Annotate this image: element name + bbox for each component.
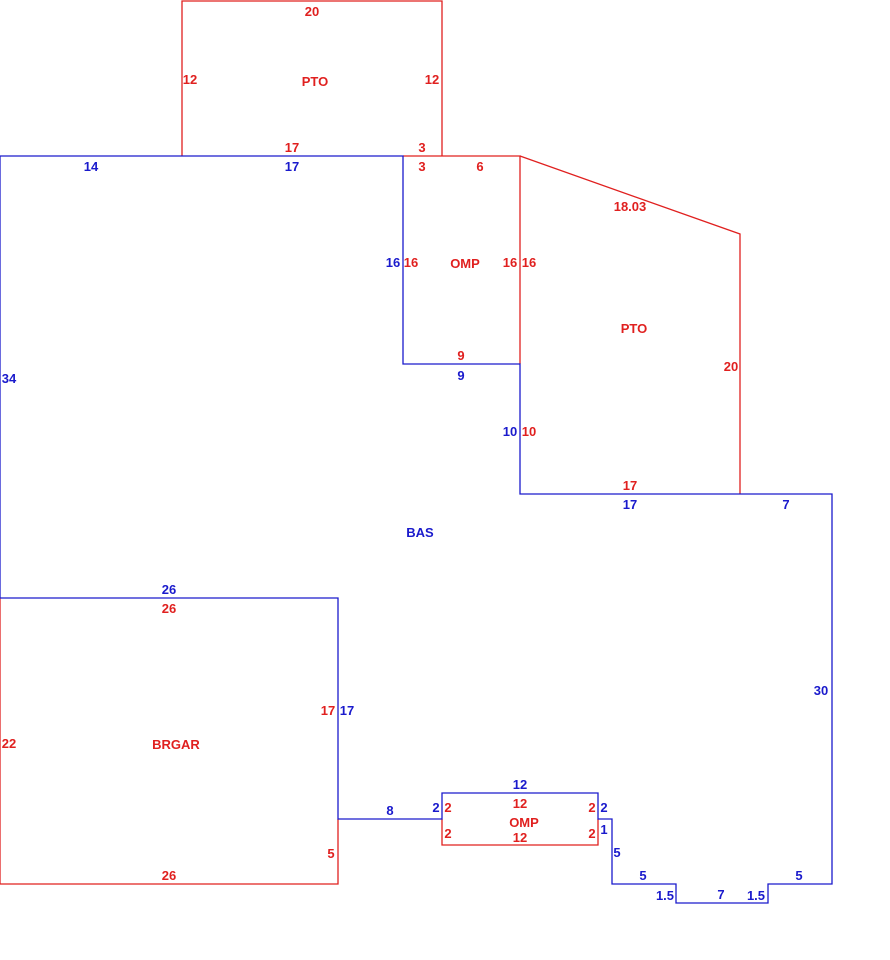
dim-label: 8: [386, 803, 393, 818]
dim-label: 17: [285, 140, 299, 155]
dim-label: 26: [162, 868, 176, 883]
dim-label: 9: [457, 348, 464, 363]
dim-label: 17: [623, 478, 637, 493]
omp-lower-outline: [441, 819, 599, 846]
dim-label: 2: [432, 800, 439, 815]
area-label-brgar: BRGAR: [152, 737, 200, 752]
dim-label: 3: [418, 159, 425, 174]
dim-label: 17: [623, 497, 637, 512]
dim-label: 34: [2, 371, 17, 386]
dim-label: 9: [457, 368, 464, 383]
dim-label: 30: [814, 683, 828, 698]
dim-label: 14: [84, 159, 99, 174]
area-label-omp-lower: OMP: [509, 815, 539, 830]
dim-label: 16: [503, 255, 517, 270]
dim-label: 22: [2, 736, 16, 751]
dim-label: 2: [588, 800, 595, 815]
red-outlines: [0, 0, 741, 885]
dim-label: 2: [444, 800, 451, 815]
dim-label: 1: [600, 822, 607, 837]
dim-label: 17: [285, 159, 299, 174]
dim-label: 17: [340, 703, 354, 718]
dim-label: 2: [444, 826, 451, 841]
dim-label: 10: [503, 424, 517, 439]
area-label-omp-upper: OMP: [450, 256, 480, 271]
dim-label: 26: [162, 582, 176, 597]
dim-label: 17: [321, 703, 335, 718]
dim-label: 5: [327, 846, 334, 861]
pto-top-outline: [181, 0, 443, 156]
dim-label: 5: [613, 845, 620, 860]
dim-label: 7: [782, 497, 789, 512]
dim-label: 6: [476, 159, 483, 174]
dim-label: 10: [522, 424, 536, 439]
dim-label: 12: [513, 777, 527, 792]
dim-label: 3: [418, 140, 425, 155]
dim-label: 5: [639, 868, 646, 883]
garage-outline: [0, 598, 339, 885]
area-label-bas: BAS: [406, 525, 434, 540]
area-label-pto-top: PTO: [302, 74, 329, 89]
dim-label: 1.5: [747, 888, 765, 903]
dim-label: 1.5: [656, 888, 674, 903]
dim-label: 12: [183, 72, 197, 87]
dim-label: 2: [600, 800, 607, 815]
dim-label: 12: [513, 796, 527, 811]
dim-label: 5: [795, 868, 802, 883]
area-label-pto-right: PTO: [621, 321, 648, 336]
dim-label: 20: [724, 359, 738, 374]
bas-outline: [0, 155, 833, 904]
dim-label: 12: [425, 72, 439, 87]
dim-label: 16: [404, 255, 418, 270]
dim-label: 20: [305, 4, 319, 19]
dim-label: 16: [522, 255, 536, 270]
dim-label: 18.03: [614, 199, 647, 214]
pto-right-outline: [519, 155, 741, 494]
dim-label: 26: [162, 601, 176, 616]
dim-label: 7: [717, 887, 724, 902]
dim-label: 2: [588, 826, 595, 841]
dim-label: 12: [513, 830, 527, 845]
blue-outlines: [0, 155, 833, 904]
dim-label: 16: [386, 255, 400, 270]
